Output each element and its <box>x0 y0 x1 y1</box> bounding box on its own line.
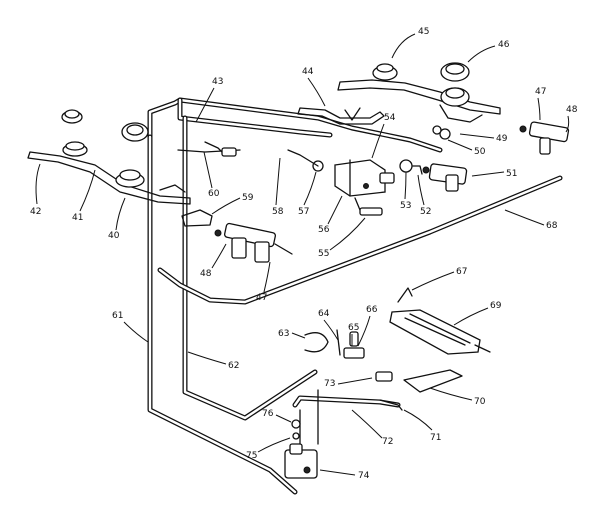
burner-valve-51 <box>422 163 468 192</box>
callout-44: 44 <box>302 67 314 77</box>
manifold-tubing <box>147 97 563 495</box>
burner-bracket-right <box>337 62 501 123</box>
callout-47-right: 47 <box>535 87 546 97</box>
callout-53: 53 <box>400 201 411 211</box>
callout-67: 67 <box>456 267 467 277</box>
callout-52: 52 <box>420 207 431 217</box>
callout-69: 69 <box>490 301 502 311</box>
small-fittings <box>177 125 451 227</box>
callout-51: 51 <box>506 169 517 179</box>
thermostat-parts <box>291 329 403 440</box>
callout-45: 45 <box>418 27 429 37</box>
callout-46: 46 <box>498 40 510 50</box>
broil-burner <box>389 287 491 393</box>
callout-75: 75 <box>246 451 257 461</box>
callout-68: 68 <box>546 221 558 231</box>
callout-43: 43 <box>212 77 223 87</box>
callout-48-left: 48 <box>200 269 212 279</box>
callout-64: 64 <box>318 309 330 319</box>
callout-42: 42 <box>30 207 41 217</box>
callout-74: 74 <box>358 471 370 481</box>
callout-59: 59 <box>242 193 254 203</box>
valve-left <box>214 222 293 263</box>
callout-73: 73 <box>324 379 335 389</box>
safety-valve <box>284 389 319 479</box>
callout-49: 49 <box>496 134 508 144</box>
callout-50: 50 <box>474 147 486 157</box>
callout-65: 65 <box>348 323 359 333</box>
callout-62: 62 <box>228 361 239 371</box>
callout-56: 56 <box>318 225 330 235</box>
callout-72: 72 <box>382 437 393 447</box>
pressure-regulator <box>334 159 395 216</box>
callout-71: 71 <box>430 433 441 443</box>
callout-57: 57 <box>298 207 309 217</box>
callout-70: 70 <box>474 397 486 407</box>
callout-63: 63 <box>278 329 289 339</box>
valve-right <box>519 121 570 155</box>
callout-76: 76 <box>262 409 274 419</box>
callout-66: 66 <box>366 305 378 315</box>
callout-61: 61 <box>112 311 123 321</box>
callout-54: 54 <box>384 113 396 123</box>
callout-58: 58 <box>272 207 284 217</box>
burner-bracket-left <box>27 109 191 205</box>
callout-40: 40 <box>108 231 120 241</box>
callout-60: 60 <box>208 189 220 199</box>
callout-41: 41 <box>72 213 83 223</box>
callout-47-left: 47 <box>256 293 267 303</box>
callouts: 40 41 42 43 44 45 46 47 48 49 50 51 52 5… <box>30 27 578 481</box>
callout-48-right: 48 <box>566 105 578 115</box>
callout-55: 55 <box>318 249 329 259</box>
burner-bracket-center <box>297 107 385 125</box>
